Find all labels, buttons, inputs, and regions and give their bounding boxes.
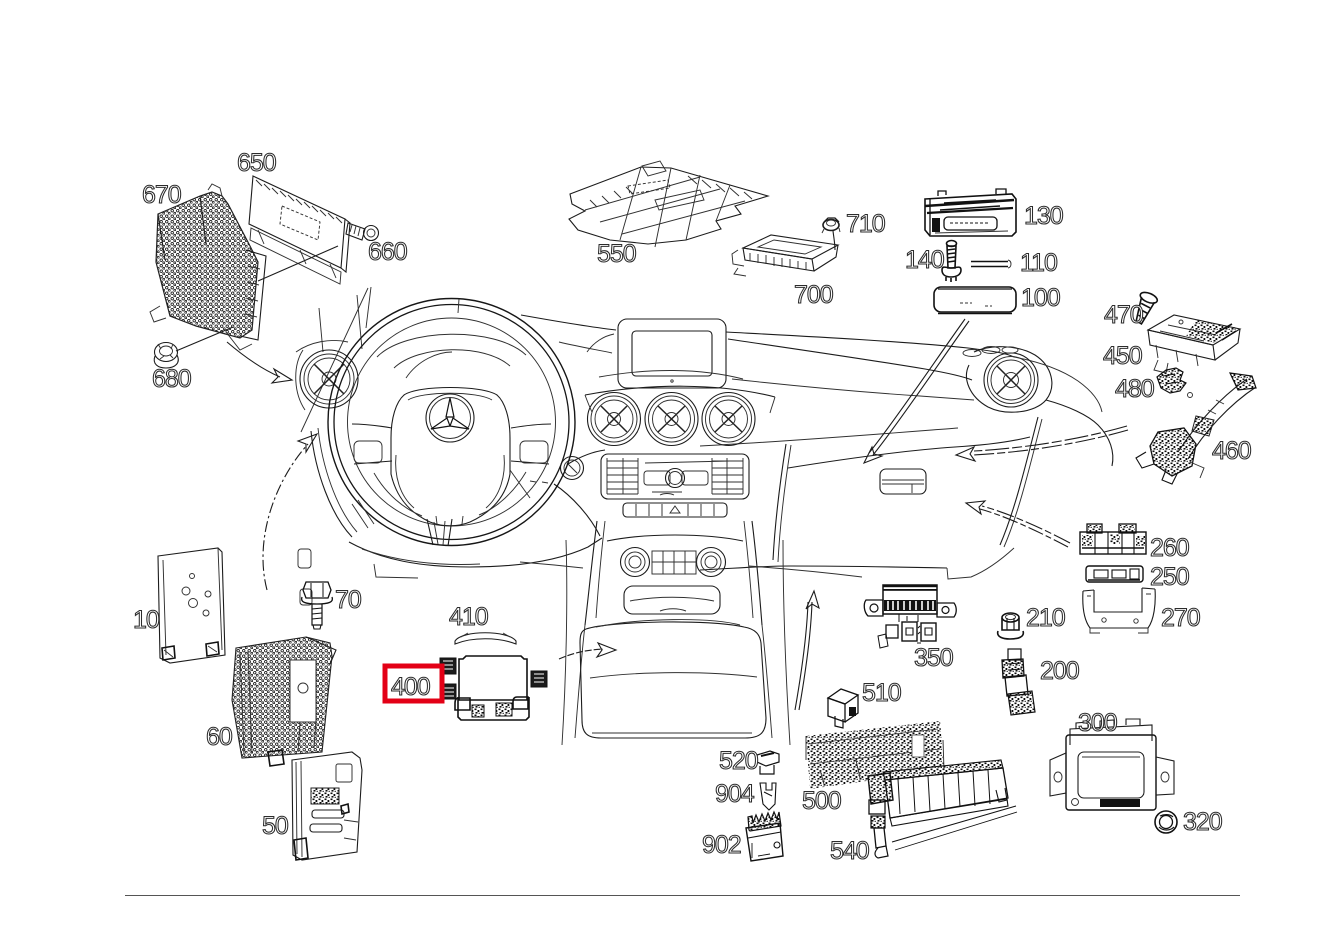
svg-text:210: 210 bbox=[1026, 604, 1065, 632]
svg-text:250: 250 bbox=[1150, 563, 1189, 591]
svg-text:200: 200 bbox=[1040, 657, 1079, 685]
svg-text:60: 60 bbox=[206, 723, 232, 751]
svg-text:660: 660 bbox=[368, 238, 407, 266]
svg-text:10: 10 bbox=[133, 606, 159, 634]
svg-text:270: 270 bbox=[1161, 604, 1200, 632]
svg-text:670: 670 bbox=[142, 181, 181, 209]
svg-text:710: 710 bbox=[846, 210, 885, 238]
svg-text:350: 350 bbox=[914, 644, 953, 672]
svg-text:110: 110 bbox=[1020, 249, 1057, 277]
svg-text:540: 540 bbox=[830, 837, 869, 865]
svg-text:130: 130 bbox=[1024, 202, 1063, 230]
svg-text:700: 700 bbox=[794, 281, 833, 309]
svg-text:902: 902 bbox=[702, 831, 741, 859]
svg-text:450: 450 bbox=[1103, 342, 1142, 370]
svg-text:520: 520 bbox=[719, 747, 758, 775]
svg-text:140: 140 bbox=[905, 246, 944, 274]
svg-text:460: 460 bbox=[1212, 437, 1251, 465]
svg-text:500: 500 bbox=[802, 787, 841, 815]
svg-text:904: 904 bbox=[715, 780, 755, 808]
svg-text:50: 50 bbox=[262, 812, 288, 840]
svg-text:680: 680 bbox=[152, 365, 191, 393]
svg-text:480: 480 bbox=[1115, 375, 1154, 403]
svg-text:400: 400 bbox=[391, 673, 430, 701]
svg-text:260: 260 bbox=[1150, 534, 1189, 562]
svg-text:100: 100 bbox=[1021, 284, 1060, 312]
svg-text:510: 510 bbox=[862, 679, 901, 707]
svg-text:410: 410 bbox=[449, 603, 488, 631]
svg-text:650: 650 bbox=[237, 149, 276, 177]
svg-text:300: 300 bbox=[1078, 709, 1117, 737]
svg-text:70: 70 bbox=[335, 586, 361, 614]
svg-text:320: 320 bbox=[1183, 808, 1222, 836]
svg-text:550: 550 bbox=[597, 240, 636, 268]
svg-text:470: 470 bbox=[1104, 301, 1143, 329]
